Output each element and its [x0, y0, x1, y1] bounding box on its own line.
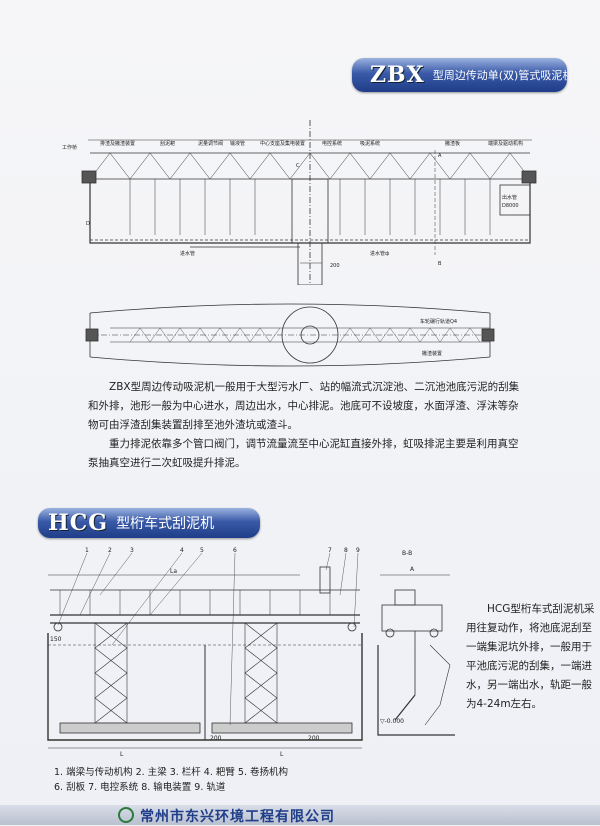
hcg-section-label: B-B — [402, 550, 412, 557]
hcg-section-a: A — [410, 566, 415, 573]
label-dia: D8000 — [502, 203, 519, 209]
label-scraper-arm: 刮泥耙 — [160, 140, 175, 147]
label-suction: 吸泥系统 — [360, 140, 380, 147]
zbx-elevation-drawing: 工作桥 排渣及撇渣装置 刮泥耙 泥量调节阀 输液管 中心支座及集电装置 电控系统… — [62, 120, 537, 285]
hcg-dim-la: La — [170, 568, 177, 575]
hcg-model-code: HCG — [48, 510, 109, 536]
hcg-part-8: 8 — [344, 547, 348, 554]
label-inlet: 进水管 — [180, 250, 195, 257]
zbx-plan-drawing: 车轮碾行轨道Q4 撇渣装置 — [85, 303, 495, 367]
hcg-part-1: 1 — [85, 547, 89, 554]
label-center-support: 中心支座及集电装置 — [260, 140, 305, 147]
hcg-level: ▽-0.000 — [380, 718, 404, 725]
hcg-dim-l-left: L — [120, 751, 124, 758]
company-name: 常州市东兴环境工程有限公司 — [140, 809, 335, 825]
hcg-part-9: 9 — [356, 547, 360, 554]
hcg-part-4: 4 — [180, 547, 184, 554]
company-logo-icon — [118, 807, 134, 823]
hcg-section-drawing: B-B A ▽-0.000 — [377, 550, 455, 736]
label-outlet: 出水管 — [502, 194, 517, 201]
zbx-model-code: ZBX — [370, 62, 425, 88]
company-footer: 常州市东兴环境工程有限公司 — [0, 805, 600, 825]
label-wheel-track: 车轮碾行轨道Q4 — [420, 318, 457, 325]
hcg-title-banner: HCG 型桁车式刮泥机 — [38, 508, 260, 538]
label-dim-200: 200 — [330, 263, 340, 269]
hcg-part-2: 2 — [108, 547, 112, 554]
label-section-c: C — [296, 163, 300, 169]
label-section-b: B — [438, 261, 442, 267]
label-scum-device: 撇渣装置 — [422, 350, 442, 357]
zbx-description: ZBX型周边传动吸泥机一般用于大型污水厂、站的幅流式沉淀池、二沉池池底污泥的刮集… — [88, 378, 528, 473]
hcg-paragraph: HCG型桁车式刮泥机采用往复动作，将池底泥刮至一端集泥坑外排，一般用于平池底污泥… — [466, 603, 595, 710]
hcg-legend-line-1: 1. 端梁与传动机构 2. 主梁 3. 栏杆 4. 耙臂 5. 卷扬机构 — [54, 767, 288, 778]
label-scum-board: 撇渣板 — [445, 140, 460, 147]
hcg-parts-legend: 1. 端梁与传动机构 2. 主梁 3. 栏杆 4. 耙臂 5. 卷扬机构 6. … — [54, 765, 288, 795]
label-inlet-dia: 进水管ф — [370, 250, 389, 257]
zbx-title-banner: ZBX 型周边传动单(双)管式吸泥机 — [352, 58, 567, 92]
hcg-model-subtitle: 型桁车式刮泥机 — [116, 516, 215, 532]
hcg-dim-l-right: L — [280, 751, 284, 758]
label-pipe-rack: 输液管 — [230, 140, 245, 147]
label-work-bridge: 工作桥 — [62, 144, 77, 151]
hcg-part-3: 3 — [130, 547, 134, 554]
hcg-part-5: 5 — [200, 547, 204, 554]
hcg-dim-200-right: 200 — [308, 735, 320, 742]
hcg-description: HCG型桁车式刮泥机采用往复动作，将池底泥刮至一端集泥坑外排，一般用于平池底污泥… — [466, 600, 596, 714]
zbx-paragraph-1: ZBX型周边传动吸泥机一般用于大型污水厂、站的幅流式沉淀池、二沉池池底污泥的刮集… — [88, 381, 520, 431]
label-drive-device: 端梁及驱动机构 — [488, 140, 523, 147]
hcg-legend-line-2: 6. 刮板 7. 电控系统 8. 输电装置 9. 轨道 — [54, 782, 226, 793]
label-mud-valve: 泥量调节阀 — [198, 140, 223, 147]
hcg-dim-200-left: 200 — [210, 735, 222, 742]
hcg-part-6: 6 — [233, 547, 237, 554]
label-electric: 电控系统 — [322, 140, 342, 147]
label-section-d: D — [86, 221, 90, 227]
hcg-elev-150: 150 — [50, 636, 62, 643]
hcg-part-7: 7 — [328, 547, 332, 554]
hcg-elevation-drawing: 1 2 3 4 5 6 7 8 9 La L L 200 200 150 — [47, 547, 363, 758]
label-drain-scum: 排渣及撇渣装置 — [100, 140, 135, 147]
zbx-model-subtitle: 型周边传动单(双)管式吸泥机 — [432, 69, 567, 82]
zbx-paragraph-2: 重力排泥依靠多个管口阀门，调节流量流至中心泥缸直接外排，虹吸排泥主要是利用真空泵… — [88, 438, 519, 469]
label-section-a: A — [438, 153, 442, 159]
